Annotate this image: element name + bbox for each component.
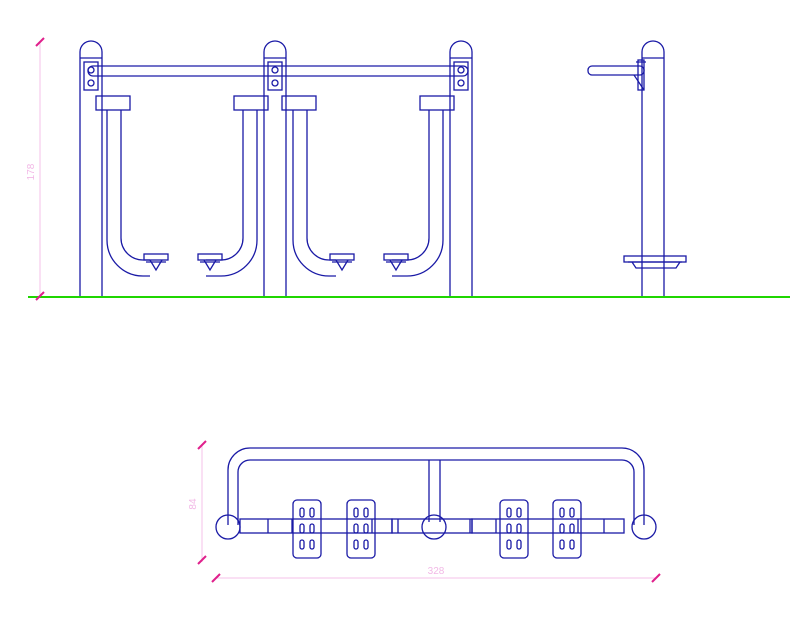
front-elevation bbox=[79, 40, 473, 297]
side-pedals bbox=[623, 255, 687, 263]
depth-dimension: 84 bbox=[188, 440, 207, 565]
plan-post-left bbox=[215, 514, 241, 540]
plan-top-rail bbox=[227, 447, 645, 525]
plan-pedal-4 bbox=[552, 499, 582, 559]
post-middle bbox=[263, 40, 287, 297]
plan-post-middle bbox=[421, 514, 447, 540]
height-dimension: 178 bbox=[26, 37, 45, 301]
height-label: 178 bbox=[26, 163, 37, 180]
plan-pedal-3 bbox=[499, 499, 529, 559]
swing-arm-3 bbox=[281, 95, 355, 277]
plan-center-bar bbox=[428, 460, 441, 522]
side-post bbox=[641, 40, 665, 297]
post-left bbox=[79, 40, 103, 297]
top-crossbar bbox=[87, 65, 469, 77]
swing-arm-4 bbox=[383, 95, 455, 277]
plan-post-right bbox=[631, 514, 657, 540]
side-handle bbox=[587, 65, 645, 76]
length-dimension: 328 bbox=[211, 566, 661, 583]
side-elevation bbox=[587, 40, 687, 297]
swing-arm-2 bbox=[197, 95, 269, 277]
depth-label: 84 bbox=[188, 498, 199, 510]
post-right bbox=[449, 40, 473, 297]
plan-pedal-2 bbox=[346, 499, 376, 559]
length-label: 328 bbox=[428, 566, 445, 577]
plan-view bbox=[215, 447, 657, 559]
swing-arm-1 bbox=[95, 95, 169, 277]
plan-pedal-1 bbox=[292, 499, 322, 559]
